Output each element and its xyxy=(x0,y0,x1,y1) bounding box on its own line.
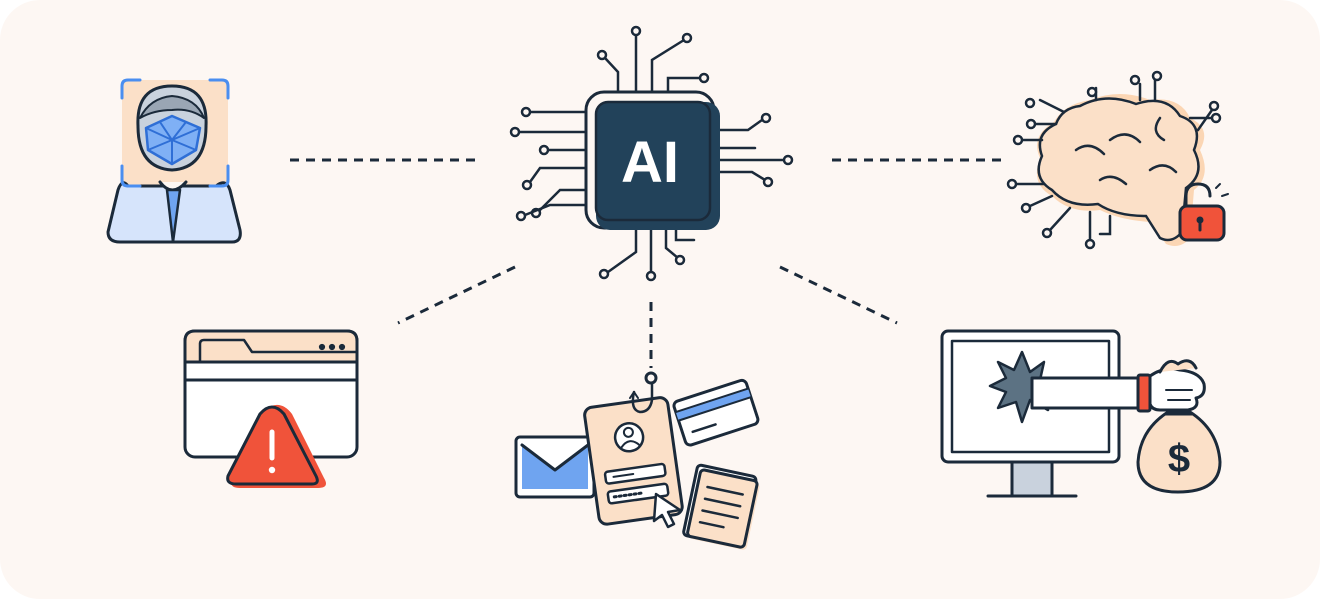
ai-label: AI xyxy=(621,130,679,195)
ai-chip-icon xyxy=(509,25,794,282)
brain-lock-icon xyxy=(1006,70,1229,250)
phishing-hook-icon xyxy=(514,371,760,550)
connector-lower-left xyxy=(397,265,516,325)
dollar-sign: $ xyxy=(1168,437,1190,481)
computer-theft-icon xyxy=(940,329,1222,498)
face-recognition-person-icon xyxy=(106,78,242,244)
connectors xyxy=(290,158,1008,368)
browser-warning-icon xyxy=(183,329,359,488)
connector-lower-right xyxy=(779,265,898,325)
